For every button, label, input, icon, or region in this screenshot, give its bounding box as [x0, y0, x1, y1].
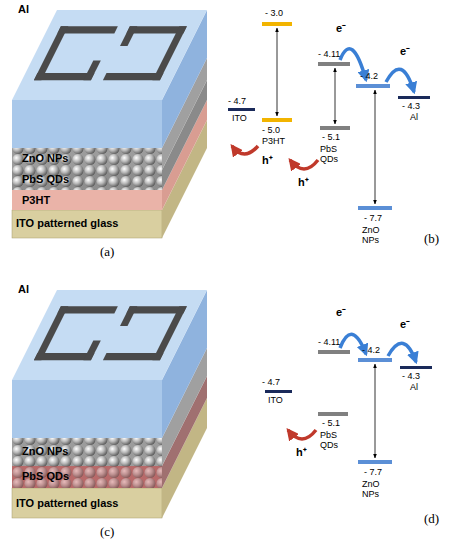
device-stack-a	[12, 10, 207, 238]
panel-caption: (b)	[424, 232, 439, 247]
energy-value: - 4.11	[318, 337, 340, 347]
electrode-label: Al	[410, 112, 418, 122]
material-label: P3HT	[262, 136, 285, 146]
electrode-label: Al	[410, 382, 418, 392]
electrode-label: ITO	[232, 113, 247, 123]
carrier-label: e⁻	[400, 318, 410, 331]
energy-value: - 4.2	[360, 71, 378, 81]
carrier-label: e⁻	[336, 22, 346, 35]
energy-value: - 5.1	[322, 132, 340, 142]
layer-label: ITO patterned glass	[16, 217, 119, 230]
layer-label: Al	[18, 283, 29, 296]
layer-label: PbS QDs	[22, 470, 69, 483]
carrier-label: h⁺	[262, 154, 273, 167]
energy-value: - 7.7	[364, 467, 382, 477]
energy-value: - 4.3	[402, 101, 420, 111]
carrier-label: h⁺	[296, 446, 307, 459]
material-label: PbS QDs	[320, 430, 356, 451]
energy-value: - 4.7	[262, 377, 280, 387]
electrode-label: ITO	[268, 395, 283, 405]
energy-value: - 7.7	[364, 213, 382, 223]
material-label: ZnO NPs	[362, 479, 398, 500]
carrier-label: e⁻	[336, 306, 346, 319]
energy-diagram-d	[265, 334, 432, 464]
layer-label: ZnO NPs	[22, 152, 68, 165]
panel-caption: (c)	[100, 525, 114, 540]
energy-value: - 5.0	[262, 125, 280, 135]
carrier-label: e⁻	[400, 45, 410, 58]
material-label: ZnO NPs	[362, 225, 398, 246]
layer-label: ITO patterned glass	[16, 497, 119, 510]
layer-label: PbS QDs	[22, 173, 69, 186]
carrier-label: h⁺	[298, 176, 309, 189]
panel-caption: (a)	[100, 245, 114, 260]
device-stack-c	[12, 290, 207, 518]
energy-value: - 4.7	[228, 96, 246, 106]
energy-value: - 4.2	[362, 345, 380, 355]
material-label: PbS QDs	[320, 144, 356, 165]
energy-value: - 3.0	[265, 8, 283, 18]
energy-diagram-b	[228, 22, 430, 210]
layer-label: ZnO NPs	[22, 445, 68, 458]
energy-value: - 5.1	[322, 418, 340, 428]
layer-label: Al	[18, 3, 29, 16]
energy-value: - 4.3	[402, 371, 420, 381]
energy-value: - 4.11	[318, 49, 340, 59]
layer-label: P3HT	[22, 194, 50, 207]
panel-caption: (d)	[424, 512, 439, 527]
